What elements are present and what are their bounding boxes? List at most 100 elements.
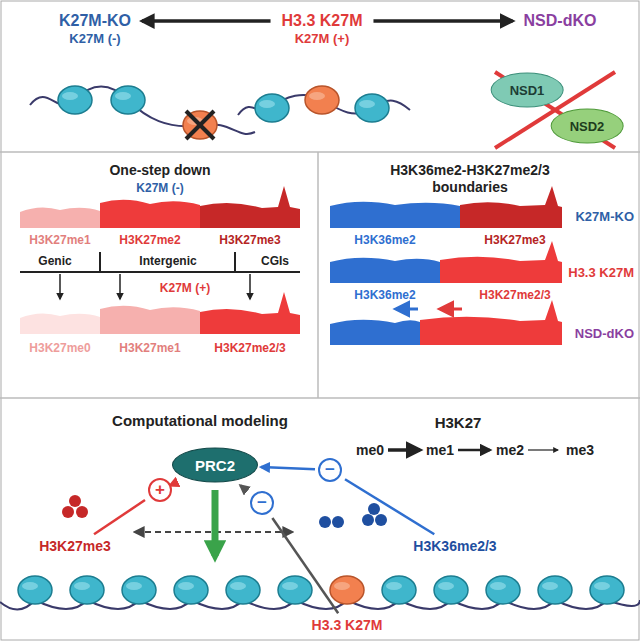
- text-label: CGIs: [261, 254, 289, 268]
- methyl-marks-part: [76, 506, 88, 518]
- text-label: H3K36me2: [354, 288, 415, 302]
- genomic-axis-part: [249, 274, 251, 299]
- diagram-node: NSD2: [551, 109, 624, 144]
- nucleosome-chain-part: [174, 576, 208, 604]
- genomic-axis: [20, 252, 300, 299]
- methylation-steps: [388, 450, 558, 451]
- diagram-node: H3K27me3: [36, 537, 114, 557]
- diagram-node: NSD1: [491, 73, 564, 108]
- diagram-node: +: [148, 478, 172, 502]
- dna-ko-part: [111, 86, 145, 114]
- boundary-tracks-part: [396, 308, 418, 311]
- track-k27m-part: [200, 292, 300, 334]
- diagram-node: H3K36me2/3: [410, 537, 499, 557]
- dna-ko: [30, 86, 255, 139]
- genomic-axis-part: [99, 252, 101, 272]
- text-label: Computational modeling: [112, 412, 288, 429]
- diagram-node: −: [318, 458, 342, 482]
- methyl-marks-part: [362, 514, 374, 526]
- connector-arrow: [345, 479, 434, 534]
- boundary-tracks-part: [330, 320, 420, 345]
- dna-ko-part: [58, 86, 92, 114]
- methyl-marks-part: [375, 514, 387, 526]
- diagram-node: H3.3 K27MK27M (+): [279, 10, 366, 48]
- nucleosome-chain-part: [330, 576, 364, 604]
- text-label: H3K27me2: [119, 233, 180, 247]
- node-text: K27M (-): [59, 31, 131, 47]
- nucleosome-chain-part: [382, 576, 416, 604]
- panel-divider: [0, 151, 640, 153]
- dna-k27m-part: [305, 86, 339, 114]
- text-label: me2: [496, 442, 524, 458]
- text-label: Intergenic: [139, 254, 196, 268]
- diagram-node: PRC2: [172, 448, 258, 483]
- text-label: K27M (-): [136, 181, 183, 195]
- methyl-marks-part: [368, 503, 380, 515]
- text-label: me1: [426, 442, 454, 458]
- connector-arrow: [94, 500, 145, 534]
- text-label: One-step down: [109, 162, 210, 178]
- nucleosome-chain-part: [122, 576, 156, 604]
- text-label: NSD-dKO: [575, 326, 634, 341]
- node-text: NSD1: [510, 83, 545, 98]
- boundary-tracks-part: [420, 300, 562, 345]
- methylation-steps-part: [528, 449, 558, 450]
- boundary-tracks-part: [330, 258, 440, 283]
- methylation-steps-part: [388, 448, 420, 452]
- node-text: H3K27me3: [39, 538, 111, 556]
- methyl-marks-part: [319, 516, 331, 528]
- node-text: NSD2: [570, 119, 605, 134]
- connector-arrow: [240, 486, 247, 491]
- text-label: H3K36me2: [354, 233, 415, 247]
- connector-arrow: [142, 19, 271, 23]
- boundary-tracks: [330, 186, 562, 345]
- dna-k27m-part: [255, 94, 289, 122]
- boundary-tracks-part: [440, 308, 462, 311]
- nucleosome-chain: [0, 576, 640, 610]
- text-label: K27M-KO: [575, 209, 634, 224]
- nucleosome-chain-part: [434, 576, 468, 604]
- track-k27m-ko-part: [200, 186, 300, 228]
- diagram-node: NSD-dKO: [521, 10, 600, 32]
- text-label: H3K27me3: [219, 233, 280, 247]
- dna-ko-part: [183, 111, 217, 139]
- text-label: H3K27me2/3: [214, 341, 285, 355]
- connector-arrow: [272, 518, 338, 613]
- node-text: H3.3 K27M: [282, 11, 363, 31]
- methyl-marks-part: [332, 516, 344, 528]
- node-text: −: [320, 460, 340, 480]
- dna-k27m: [238, 86, 410, 122]
- node-text: NSD-dKO: [524, 11, 597, 31]
- diagram-node: H3.3 K27M: [309, 616, 386, 636]
- genomic-axis-part: [234, 252, 236, 272]
- text-label: me3: [566, 442, 594, 458]
- dna-ko-part: [186, 111, 214, 139]
- text-label: H3K27me1: [29, 233, 90, 247]
- nucleosome-chain-part: [538, 576, 572, 604]
- nucleosome-chain-part: [486, 576, 520, 604]
- node-text: H3K36me2/3: [413, 538, 496, 556]
- diagram-node: K27M-KOK27M (-): [56, 10, 134, 48]
- track-k27m-part: [20, 313, 100, 334]
- node-text: K27M (+): [282, 31, 363, 47]
- node-text: −: [252, 493, 272, 513]
- dna-ko-part: [30, 87, 255, 134]
- text-label: H3K27: [435, 414, 482, 431]
- dna-k27m-part: [355, 94, 389, 122]
- text-label: H3K27me3: [484, 233, 545, 247]
- boundary-tracks-part: [440, 241, 562, 283]
- text-label: H3K27me1: [119, 341, 180, 355]
- genomic-axis-part: [59, 274, 61, 299]
- nucleosome-chain-part: [226, 576, 260, 604]
- methylation-steps-part: [458, 449, 490, 452]
- nucleosome-chain-part: [278, 576, 312, 604]
- text-label: H3.3 K27M: [568, 265, 634, 280]
- track-k27m-ko-part: [100, 200, 200, 228]
- node-text: +: [150, 480, 170, 500]
- node-text: H3.3 K27M: [312, 617, 383, 635]
- panel-divider: [0, 397, 640, 399]
- boundary-tracks-part: [330, 202, 460, 228]
- dna-ko-part: [186, 111, 214, 139]
- track-k27m-part: [100, 306, 200, 334]
